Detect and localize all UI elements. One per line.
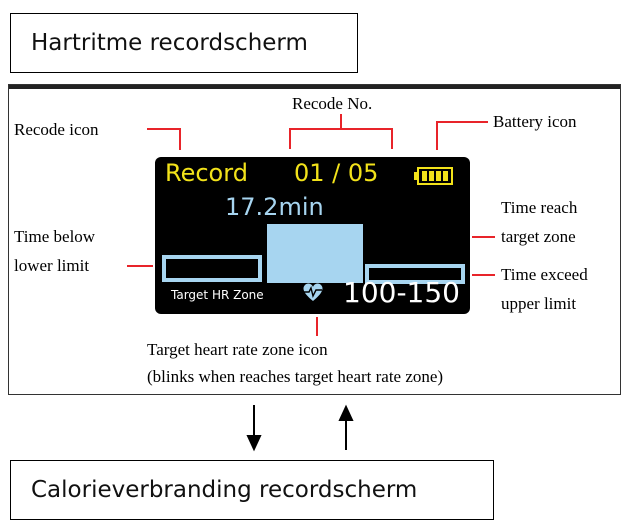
calorie-record-screen-label: Calorieverbranding recordscherm [10, 460, 494, 520]
zone-icon-callout-2: (blinks when reaches target heart rate z… [147, 367, 444, 386]
recode-no-bracket [289, 128, 393, 149]
in-zone-bar [267, 224, 363, 283]
battery-icon-callout: Battery icon [493, 112, 577, 131]
zone-range: 100-150 [343, 276, 460, 309]
lcd-screen: Record 01 / 05 17.2min Target HR Zone 10… [155, 157, 470, 314]
record-label: Record [165, 159, 248, 187]
heart-rate-record-screen-label: Hartritme recordscherm [10, 13, 358, 73]
recode-icon-callout: Recode icon [14, 120, 99, 139]
time-reach-callout-2: target zone [501, 227, 576, 246]
lcd-graphics [162, 167, 465, 301]
time-exceed-callout-2: upper limit [501, 294, 577, 313]
heart-zone-icon [303, 283, 323, 301]
recode-icon-leader [147, 128, 181, 150]
arrow-down-icon [246, 435, 262, 452]
time-reach-callout-1: Time reach [501, 198, 578, 217]
recode-no-callout: Recode No. [292, 94, 373, 113]
exceed-limit-bar [365, 264, 465, 284]
target-zone-label: Target HR Zone [171, 288, 264, 302]
time-exceed-callout-1: Time exceed [501, 265, 588, 284]
time-below-callout-1: Time below [14, 227, 96, 246]
below-limit-bar [162, 255, 262, 282]
time-value: 17.2min [225, 193, 324, 221]
time-below-callout-2: lower limit [14, 256, 90, 275]
battery-icon-leader [436, 121, 488, 150]
arrow-up-icon [338, 404, 354, 421]
zone-icon-callout-1: Target heart rate zone icon [147, 340, 328, 359]
record-number: 01 / 05 [294, 159, 379, 187]
battery-icon [414, 167, 453, 185]
